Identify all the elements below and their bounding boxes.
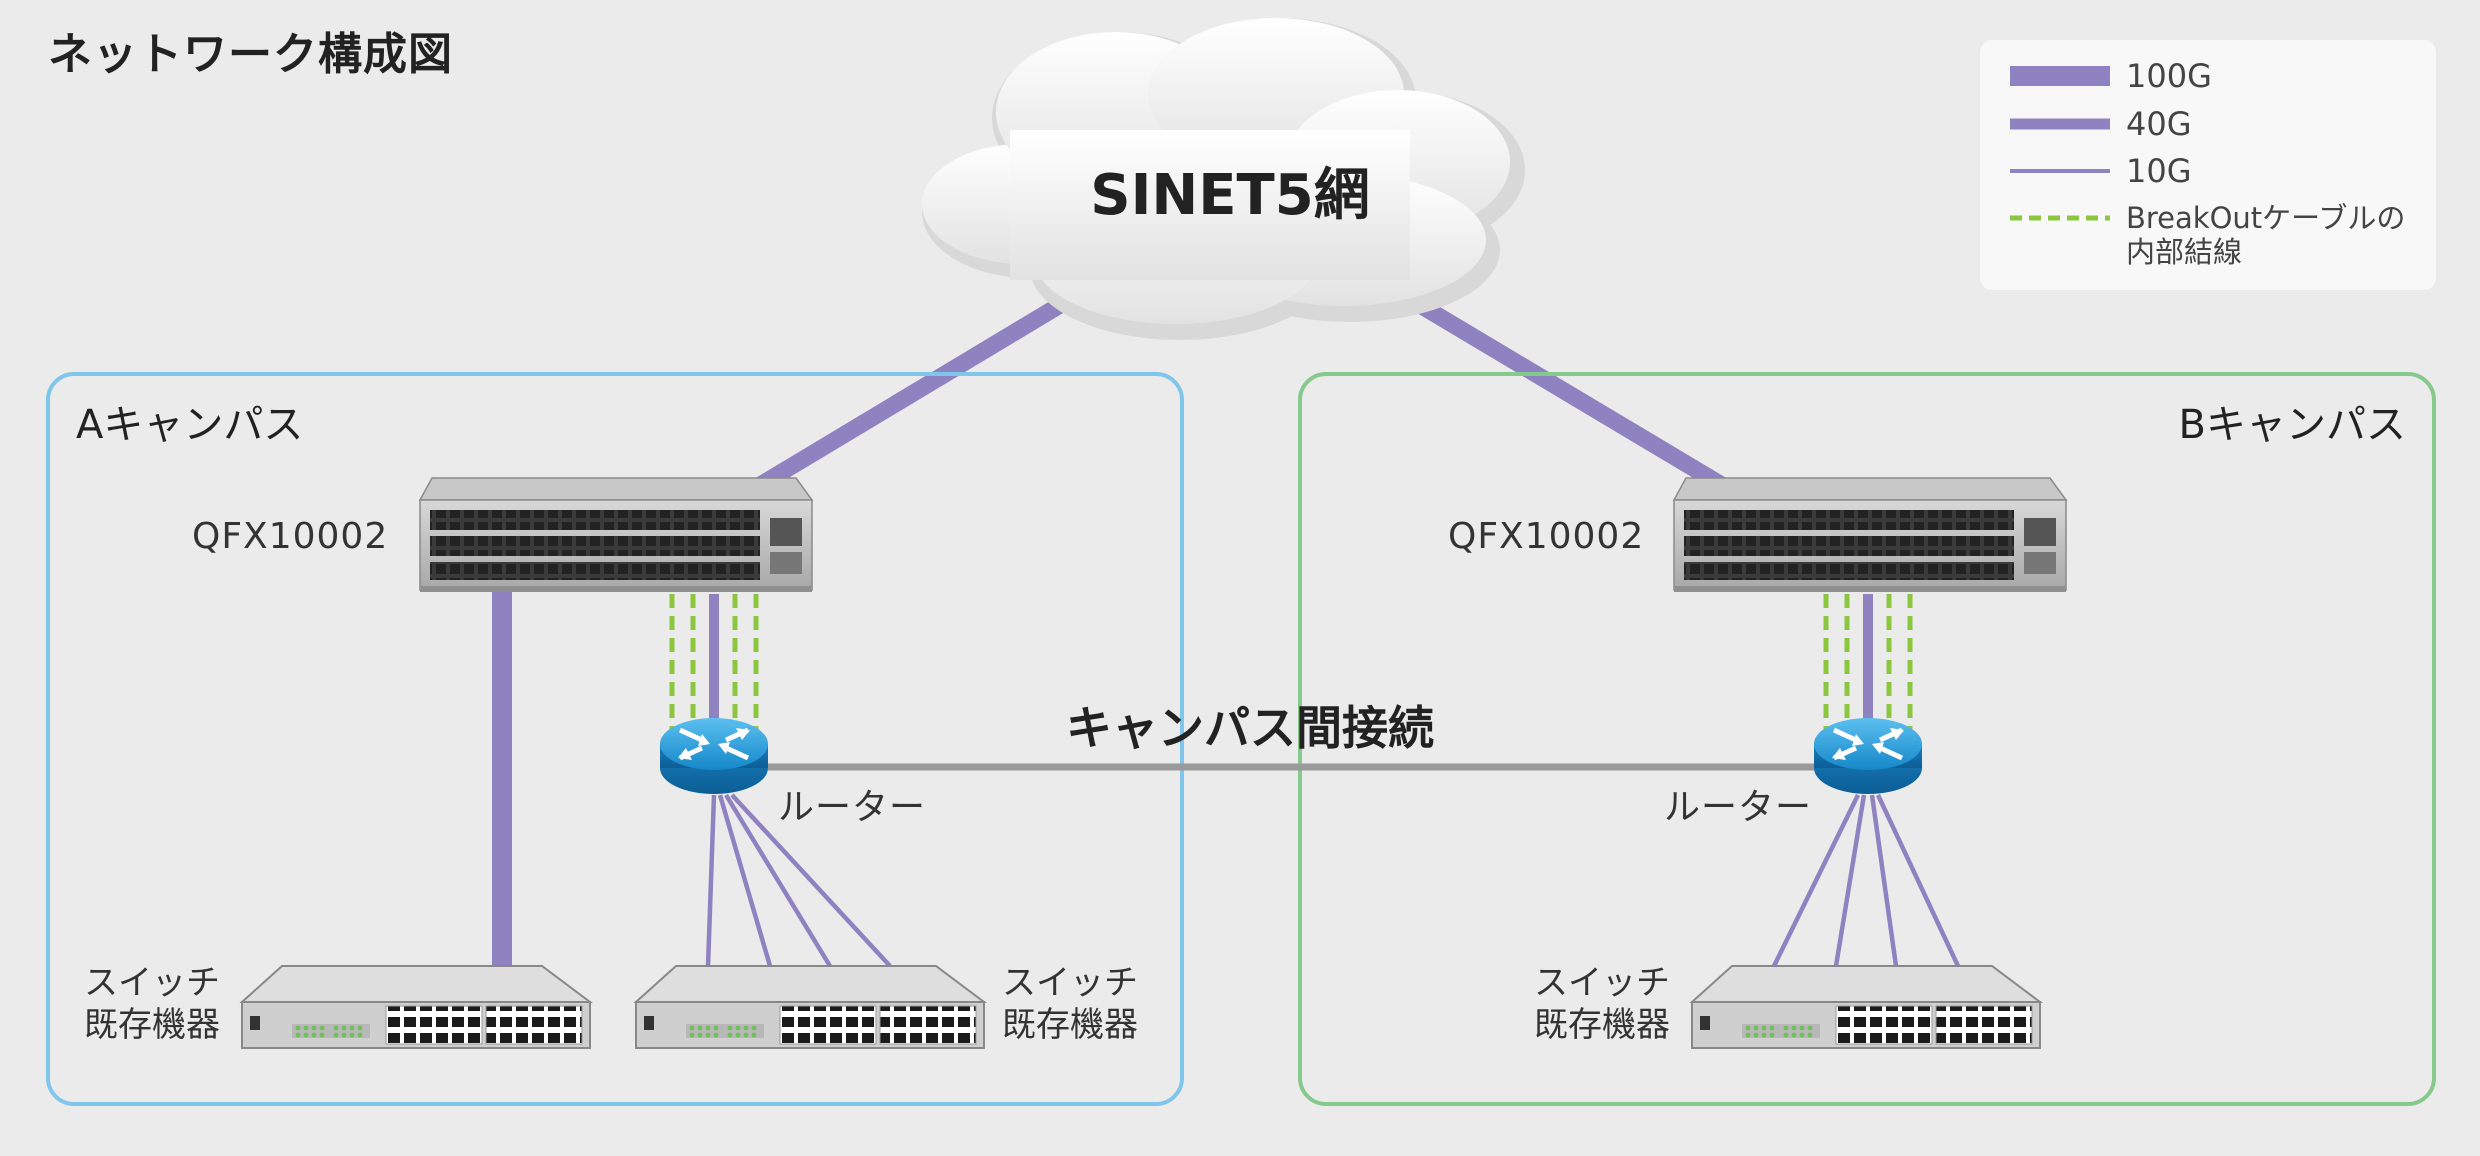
legend-label-breakout-line2: 内部結線 bbox=[2126, 235, 2243, 269]
campus-a-links bbox=[492, 590, 892, 968]
legend-label-10g: 10G bbox=[2126, 152, 2192, 190]
switch-b-label: スイッチ 既存機器 bbox=[1534, 962, 1670, 1046]
switch-a-left-icon bbox=[241, 965, 591, 1049]
campus-b-links bbox=[1771, 594, 1961, 967]
qfx10002-b-chassis bbox=[1673, 477, 2067, 593]
cloud-label: SINET5網 bbox=[1090, 163, 1370, 228]
uplink-a-100g bbox=[747, 282, 1090, 498]
switch-b-icon bbox=[1691, 965, 2041, 1049]
switch-a-right-line1: スイッチ bbox=[1002, 963, 1138, 1003]
campus-a-label: Aキャンパス bbox=[76, 402, 304, 448]
switch-b-line1: スイッチ bbox=[1534, 963, 1670, 1003]
breakout-a bbox=[669, 594, 759, 730]
qfx-b-label: QFX10002 bbox=[1448, 516, 1645, 557]
qfx-a-label: QFX10002 bbox=[192, 516, 389, 557]
sinet5-cloud bbox=[922, 18, 1525, 340]
page-title: ネットワーク構成図 bbox=[48, 29, 453, 80]
router-a-icon bbox=[660, 718, 768, 794]
intercampus-link-label: キャンパス間接続 bbox=[1066, 701, 1434, 755]
qfx10002-a-chassis bbox=[419, 477, 813, 593]
switch-a-right-icon bbox=[635, 965, 985, 1049]
switch-b-line2: 既存機器 bbox=[1534, 1005, 1670, 1045]
switch-a-right-line2: 既存機器 bbox=[1002, 1005, 1138, 1045]
cloud-uplinks bbox=[747, 282, 1735, 498]
campus-b-box bbox=[1298, 372, 2436, 1106]
router-b-icon bbox=[1814, 718, 1922, 794]
campus-a-box bbox=[46, 372, 1184, 1106]
legend-label-breakout-line1: BreakOutケーブルの bbox=[2126, 201, 2406, 235]
switch-a-right-label: スイッチ 既存機器 bbox=[1002, 962, 1138, 1046]
router-b-to-switch-10g bbox=[1771, 794, 1961, 967]
legend-label-100g: 100G bbox=[2126, 57, 2212, 95]
router-a-label: ルーター bbox=[778, 787, 927, 828]
legend: 100G 40G 10G BreakOutケーブルの 内部結線 bbox=[1980, 40, 2436, 290]
breakout-b bbox=[1823, 594, 1913, 730]
router-a-to-switch-10g bbox=[705, 793, 892, 968]
switch-a-left-label: スイッチ 既存機器 bbox=[84, 962, 220, 1046]
switch-a-left-line1: スイッチ bbox=[84, 963, 220, 1003]
uplink-b-100g bbox=[1390, 282, 1735, 498]
legend-label-40g: 40G bbox=[2126, 105, 2192, 143]
legend-swatches bbox=[2010, 66, 2110, 221]
campus-b-label: Bキャンパス bbox=[2178, 402, 2406, 448]
switch-a-left-line2: 既存機器 bbox=[84, 1005, 220, 1045]
router-b-label: ルーター bbox=[1664, 787, 1813, 828]
